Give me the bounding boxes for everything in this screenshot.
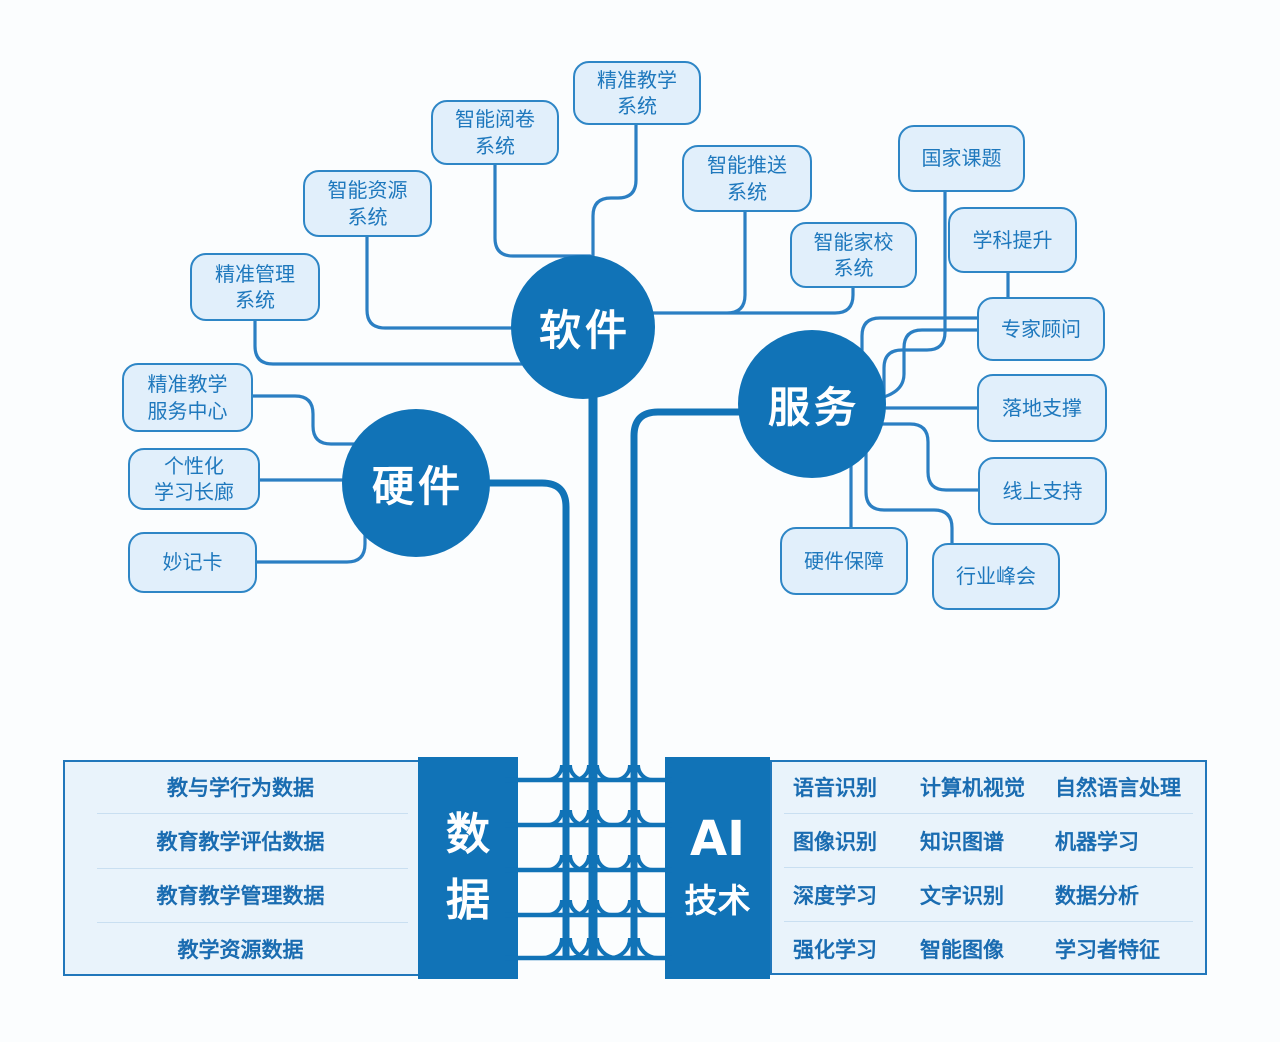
ai-title-line2: 技术 (684, 881, 751, 921)
ai-grid-row: 深度学习 文字识别 数据分析 (770, 868, 1207, 921)
leaf-smart-push-system: 智能推送 系统 (682, 145, 812, 212)
ai-grid-cell: 图像识别 (793, 829, 877, 854)
ai-grid-row: 语音识别 计算机视觉 自然语言处理 (770, 760, 1207, 813)
leaf-online-support: 线上支持 (978, 457, 1107, 525)
leaf-hardware-guarantee: 硬件保障 (780, 527, 908, 595)
leaf-personalized-learning-corridor: 个性化 学习长廊 (128, 448, 260, 510)
ai-grid-row: 图像识别 知识图谱 机器学习 (770, 814, 1207, 867)
ai-title-block: AI 技术 (665, 757, 770, 979)
data-row: 教育教学评估数据 (156, 829, 325, 854)
circle-service: 服务 (738, 330, 886, 478)
leaf-national-research-project: 国家课题 (898, 125, 1025, 192)
row-divider (97, 867, 408, 869)
ai-grid-cell: 深度学习 (793, 883, 877, 908)
ai-grid-cell: 语音识别 (793, 775, 877, 800)
root-horizontal-lines (505, 777, 672, 961)
ai-grid-cell: 智能图像 (920, 937, 1004, 962)
circle-hardware: 硬件 (342, 409, 490, 557)
leaf-smart-grading-system: 智能阅卷 系统 (431, 100, 559, 165)
ai-grid: 语音识别 计算机视觉 自然语言处理 图像识别 知识图谱 机器学习 深度学习 文字… (770, 760, 1207, 975)
data-row: 教育教学管理数据 (156, 884, 325, 909)
ai-grid-row: 强化学习 智能图像 学习者特征 (770, 922, 1207, 975)
data-row: 教与学行为数据 (167, 775, 314, 800)
leaf-precision-management-system: 精准管理 系统 (190, 253, 320, 321)
data-title-block: 数据 (418, 757, 518, 979)
leaf-smart-resource-system: 智能资源 系统 (303, 170, 432, 237)
data-title: 数据 (445, 809, 490, 926)
ai-title-line1: AI (689, 810, 745, 867)
ai-grid-cell: 计算机视觉 (920, 775, 1025, 800)
leaf-implementation-support: 落地支撑 (977, 374, 1107, 442)
row-divider (784, 921, 1193, 922)
ai-grid-cell: 数据分析 (1055, 883, 1139, 908)
ai-grid-cell: 机器学习 (1055, 829, 1139, 854)
root-weave-arcs (541, 764, 659, 960)
leaf-precision-teaching-system: 精准教学 系统 (573, 61, 701, 125)
leaf-precision-teaching-service-center: 精准教学 服务中心 (122, 363, 253, 432)
row-divider (784, 813, 1193, 814)
leaf-smart-home-school-system: 智能家校 系统 (790, 222, 917, 288)
ai-grid-cell: 学习者特征 (1055, 937, 1160, 962)
row-divider (784, 867, 1193, 868)
data-row: 教学资源数据 (177, 938, 304, 963)
leaf-subject-improvement: 学科提升 (948, 207, 1077, 273)
row-divider (97, 813, 408, 815)
leaf-miaoji-card: 妙记卡 (128, 532, 257, 593)
ai-grid-cell: 自然语言处理 (1055, 775, 1181, 800)
row-divider (97, 921, 408, 923)
ai-grid-cell: 知识图谱 (920, 829, 1004, 854)
data-panel-rows: 教与学行为数据 教育教学评估数据 教育教学管理数据 教学资源数据 (63, 760, 418, 976)
leaf-industry-summit: 行业峰会 (932, 543, 1060, 610)
leaf-expert-advisor: 专家顾问 (977, 297, 1105, 361)
ai-grid-cell: 强化学习 (793, 937, 877, 962)
circle-software: 软件 (511, 255, 655, 399)
ai-grid-cell: 文字识别 (920, 883, 1004, 908)
